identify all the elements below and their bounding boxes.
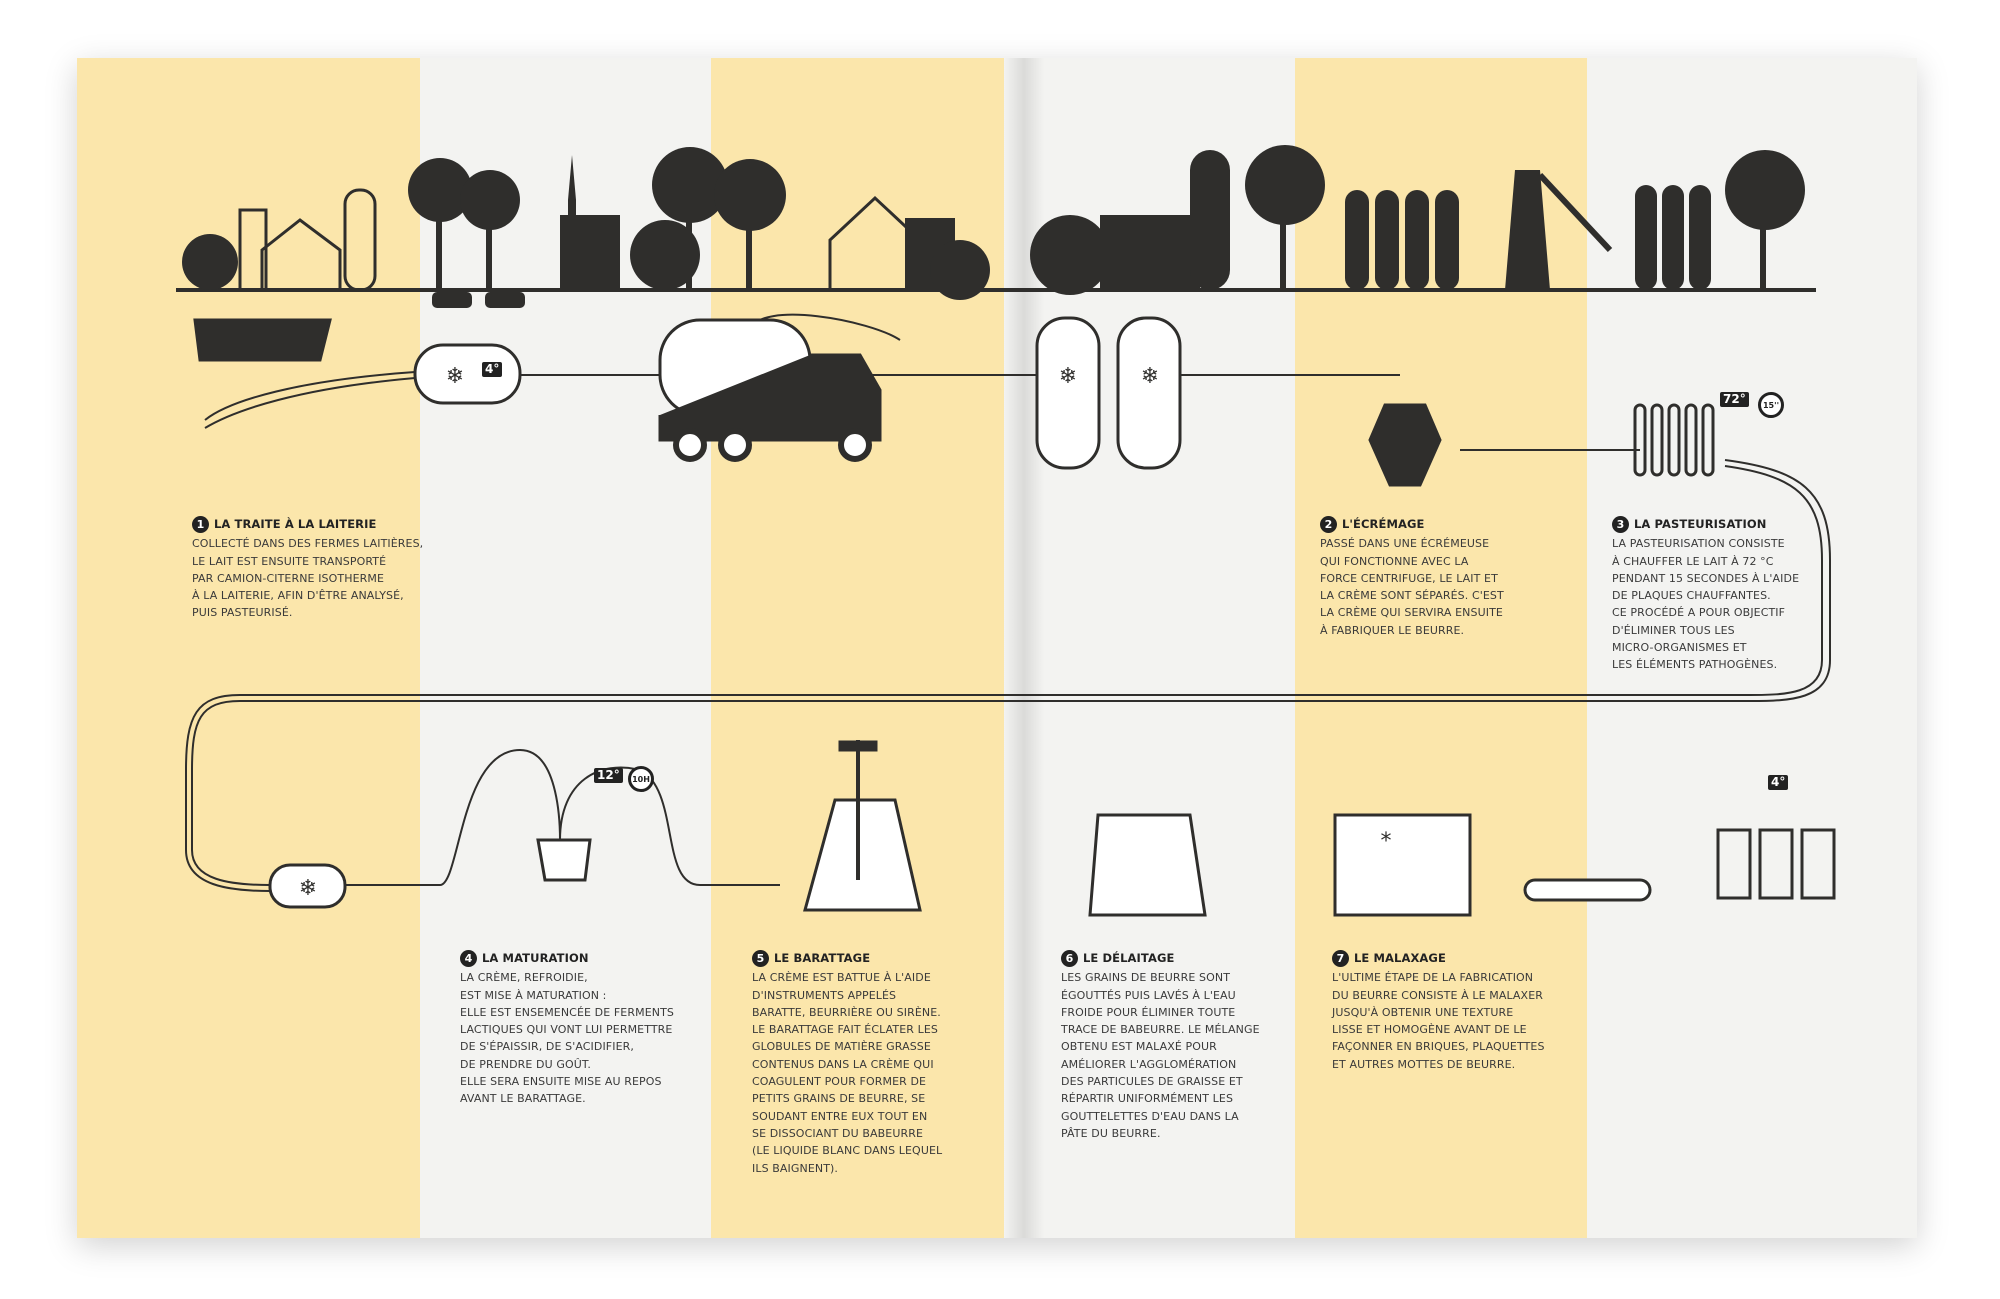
step-number: 4: [460, 950, 477, 968]
step-3: 3 LA PASTEURISATION LA PASTEURISATION CON…: [1612, 516, 1862, 674]
asterisk-icon: *: [1381, 829, 1392, 854]
step-text: LA PASTEURISATION CONSISTE À CHAUFFER LE…: [1612, 537, 1800, 672]
step-title: L'ÉCRÉMAGE: [1342, 517, 1425, 531]
cooling-tank-icon: [413, 343, 522, 405]
pasteurisation-stopwatch: 15'': [1758, 392, 1784, 418]
washing-tub-icon: [1088, 813, 1207, 917]
conveyor-icon: [1523, 878, 1652, 902]
step-text: LA CRÈME, REFROIDIE, EST MISE À MATURATI…: [460, 971, 674, 1106]
step-7: 7 LE MALAXAGE L'ULTIME ÉTAPE DE LA FABRIC…: [1332, 950, 1582, 1073]
truck-icon: [658, 353, 882, 442]
step-title: LE BARATTAGE: [774, 951, 871, 965]
tree-icon: [460, 170, 520, 290]
step-5: 5 LE BARATTAGE LA CRÈME EST BATTUE À L'AI…: [752, 950, 1002, 1177]
tree-icon: [408, 158, 472, 290]
tree-icon: [1725, 150, 1805, 290]
column-yellow: [77, 58, 420, 1238]
barn-icon: [260, 218, 342, 292]
mine-tower-icon: [1505, 170, 1550, 290]
tree-icon: [1245, 145, 1325, 290]
step-number: 1: [192, 516, 209, 534]
pipe: [185, 313, 1831, 892]
step-text: L'ULTIME ÉTAPE DE LA FABRICATION DU BEUR…: [1332, 971, 1545, 1071]
step-text: PASSÉ DANS UNE ÉCRÉMEUSE QUI FONCTIONNE …: [1320, 537, 1504, 637]
step-number: 3: [1612, 516, 1629, 534]
step-text: LA CRÈME EST BATTUE À L'AIDE D'INSTRUMEN…: [752, 971, 943, 1175]
churn-icon: [803, 798, 922, 912]
step-title: LE DÉLAITAGE: [1083, 951, 1175, 965]
tree-icon: [714, 159, 786, 290]
skyline: [176, 145, 1816, 308]
step-2: 2 L'ÉCRÉMAGE PASSÉ DANS UNE ÉCRÉMEUSE QUI…: [1320, 516, 1570, 639]
tank-temperature: 4°: [482, 362, 503, 377]
step-number: 2: [1320, 516, 1337, 534]
step-6: 6 LE DÉLAITAGE LES GRAINS DE BEURRE SONT …: [1061, 950, 1311, 1142]
silo-tank-icon: [1116, 316, 1182, 470]
silo-tank-icon: [1035, 316, 1101, 470]
butter-pack-icon: [1716, 828, 1836, 900]
step-4: 4 LA MATURATION LA CRÈME, REFROIDIE, EST …: [460, 950, 710, 1108]
cooler-icon: [268, 863, 347, 909]
step-title: LA PASTEURISATION: [1634, 517, 1767, 531]
step-number: 5: [752, 950, 769, 968]
cow-icon: [485, 292, 525, 308]
step-number: 7: [1332, 950, 1349, 968]
silo-icon: [1190, 150, 1230, 290]
centrifuge-icon: [1368, 403, 1442, 487]
silo-icon: [238, 208, 268, 292]
step-title: LE MALAXAGE: [1354, 951, 1446, 965]
radiator-icon: [1633, 403, 1715, 477]
maturation-vat-icon: [536, 838, 592, 882]
kneader-icon: [1333, 813, 1472, 917]
snowflake-icon: ❄: [1141, 364, 1159, 389]
maturation-temperature: 12°: [594, 768, 623, 783]
snowflake-icon: ❄: [1059, 364, 1077, 389]
pasteurisation-temperature: 72°: [1720, 392, 1749, 407]
step-1: 1 LA TRAITE À LA LAITERIE COLLECTÉ DANS D…: [192, 516, 442, 622]
silo-icon: [343, 188, 377, 292]
snowflake-icon: ❄: [446, 364, 464, 389]
maturation-stopwatch: 10H: [628, 766, 654, 792]
cow-icon: [193, 318, 332, 362]
cow-icon: [432, 292, 472, 308]
snowflake-icon: ❄: [299, 876, 317, 901]
step-number: 6: [1061, 950, 1078, 968]
step-text: LES GRAINS DE BEURRE SONT ÉGOUTTÉS PUIS …: [1061, 971, 1260, 1140]
step-title: LA TRAITE À LA LAITERIE: [214, 517, 377, 531]
tree-icon: [652, 147, 728, 290]
bush-icon: [182, 234, 238, 290]
step-title: LA MATURATION: [482, 951, 589, 965]
step-text: COLLECTÉ DANS DES FERMES LAITIÈRES, LE L…: [192, 537, 424, 620]
storage-temperature: 4°: [1768, 775, 1789, 790]
